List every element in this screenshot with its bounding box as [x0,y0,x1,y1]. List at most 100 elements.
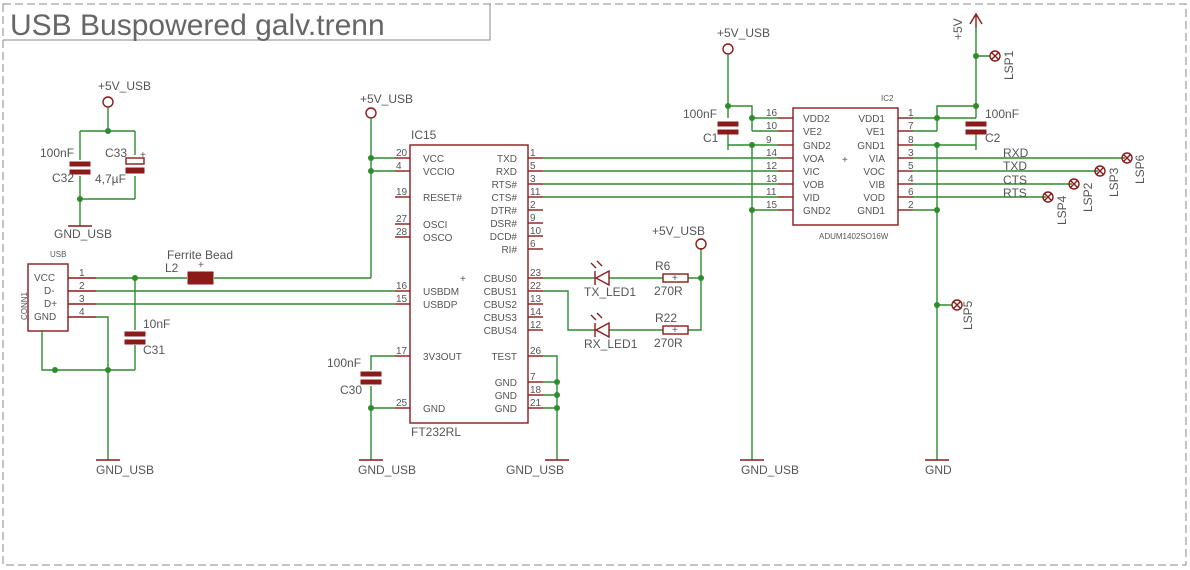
testpoint-lsp6[interactable]: LSP6 [1121,152,1147,184]
pin-number: 28 [396,227,408,238]
r22-value: 270R [654,336,683,350]
pin-number: 17 [396,346,408,357]
svg-text:+: + [140,150,146,161]
schematic-title: USB Buspowered galv.trenn [10,9,385,42]
capacitor-c31[interactable] [124,331,146,337]
gnd-usb-label-2: GND_USB [96,463,154,477]
gnd-usb-label-3: GND_USB [358,463,416,477]
gnd-usb-label-5: GND_USB [741,463,799,477]
supply-5v-usb-label-3: +5V_USB [652,224,705,238]
ft232rl-chip[interactable] [409,144,529,424]
supply-5v-usb-symbol [102,96,114,108]
pin-number: 13 [766,174,778,185]
capacitor-c32[interactable] [69,161,91,167]
pin-name: CBUS2 [484,300,518,311]
capacitor-c2[interactable] [965,121,987,127]
rx-led[interactable] [594,321,610,339]
pin-name: VOA [803,154,824,165]
pin-name: VDD1 [858,114,885,125]
capacitor-c1[interactable] [717,121,739,127]
ft232-pin-6[interactable]: 6RI# [501,239,543,256]
pin-name: GND [495,404,517,415]
testpoint-lsp3[interactable]: LSP3 [1094,165,1121,197]
capacitor-c30[interactable] [360,371,382,377]
testpoint-lsp5[interactable]: LSP5 [951,299,975,330]
supply-5v-usb-label-4: +5V_USB [717,26,770,40]
pin-name: GND1 [857,141,885,152]
pin-name: VOD [863,193,885,204]
testpoint-lsp4[interactable]: LSP4 [1042,191,1069,225]
tx-led[interactable] [594,269,610,287]
pin-number: 20 [396,148,408,159]
pin-name: VID [803,193,820,204]
pin-number: 14 [766,148,778,159]
resistor-r6[interactable] [662,273,689,283]
testpoint-lsp2[interactable]: LSP2 [1068,178,1095,212]
net-txd: TXD [1003,159,1027,173]
title-box [3,4,491,41]
pin-number: 14 [530,307,542,318]
led-group: +5V_USB TX_LED1 RX_LED1 + R6 270R + R22 … [543,224,707,351]
pin-name: CBUS3 [484,313,518,324]
ferrite-bead-l2[interactable] [187,271,214,285]
pin-name: GND1 [857,206,885,217]
resistor-r22[interactable] [662,325,689,335]
supply-5v-usb-label-1: +5V_USB [98,79,151,93]
testpoint-lsp1[interactable]: LSP1 [989,50,1016,80]
pin-number: 25 [396,398,408,409]
svg-text:LSP1: LSP1 [1002,50,1016,80]
pin-number: 4 [908,174,914,185]
c2-value: 100nF [985,107,1019,121]
pin-name: OSCO [423,233,453,244]
usb-connector[interactable] [27,263,69,332]
supply-5v-usb-symbol-4 [722,43,734,55]
capacitor-c33[interactable] [125,157,145,165]
pin-name: GND [423,404,445,415]
adum1402-chip[interactable] [792,107,899,226]
pin-number: 18 [530,385,542,396]
r6-name: R6 [655,259,671,273]
